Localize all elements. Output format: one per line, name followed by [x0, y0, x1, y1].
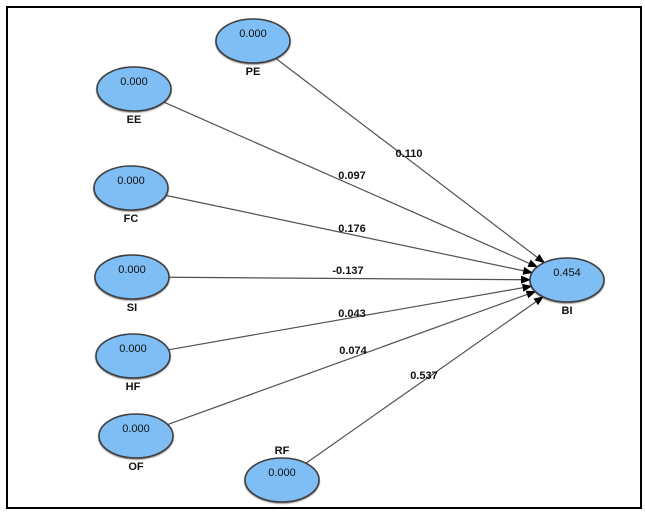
- node-ellipse-fc: [93, 165, 169, 211]
- node-ellipse-hf: [95, 333, 171, 379]
- edge-label-hf-bi: 0.043: [338, 308, 366, 320]
- edge-label-of-bi: 0.074: [339, 345, 367, 357]
- node-value-si: 0.000: [118, 264, 146, 276]
- node-ellipse-si: [94, 254, 170, 300]
- edge-of-bi[interactable]: [167, 290, 537, 426]
- edge-line-ee-bi: [163, 101, 539, 268]
- edge-line-of-bi: [167, 290, 537, 426]
- edge-hf-bi[interactable]: [168, 283, 533, 351]
- edge-line-pe-bi: [275, 57, 546, 264]
- edge-ee-bi[interactable]: [163, 101, 539, 268]
- node-ellipse-rf: [244, 457, 320, 503]
- node-name-bi: BI: [562, 305, 573, 317]
- node-ellipse-ee: [96, 66, 172, 112]
- edge-label-ee-bi: 0.097: [338, 170, 366, 182]
- edge-si-bi[interactable]: [168, 275, 532, 284]
- node-value-ee: 0.000: [120, 76, 148, 88]
- node-value-fc: 0.000: [117, 175, 145, 187]
- node-value-rf: 0.000: [268, 467, 296, 479]
- node-name-of: OF: [128, 461, 144, 473]
- edge-line-fc-bi: [165, 194, 534, 275]
- node-name-ee: EE: [127, 114, 142, 126]
- diagram-frame: [6, 6, 642, 509]
- node-name-rf: RF: [275, 445, 290, 457]
- node-ellipse-of: [98, 413, 174, 459]
- node-ellipse-pe: [215, 18, 291, 64]
- node-value-bi: 0.454: [553, 267, 581, 279]
- node-name-fc: FC: [124, 213, 139, 225]
- node-ellipse-bi: [529, 257, 605, 303]
- edge-line-si-bi: [168, 275, 532, 284]
- edge-label-rf-bi: 0.537: [410, 370, 438, 382]
- edge-pe-bi[interactable]: [275, 57, 546, 264]
- edge-label-pe-bi: 0.110: [396, 148, 423, 160]
- edge-rf-bi[interactable]: [305, 296, 544, 464]
- node-rf[interactable]: 0.000 RF: [244, 445, 320, 503]
- node-value-hf: 0.000: [119, 343, 147, 355]
- edge-line-hf-bi: [168, 283, 533, 351]
- edge-label-si-bi: -0.137: [332, 265, 363, 277]
- node-name-pe: PE: [246, 66, 261, 78]
- edge-line-rf-bi: [305, 296, 544, 464]
- edge-label-fc-bi: 0.176: [338, 223, 366, 235]
- edge-fc-bi[interactable]: [165, 194, 534, 275]
- node-name-si: SI: [127, 302, 137, 314]
- node-name-hf: HF: [126, 381, 141, 393]
- node-value-of: 0.000: [122, 423, 150, 435]
- node-value-pe: 0.000: [239, 28, 267, 40]
